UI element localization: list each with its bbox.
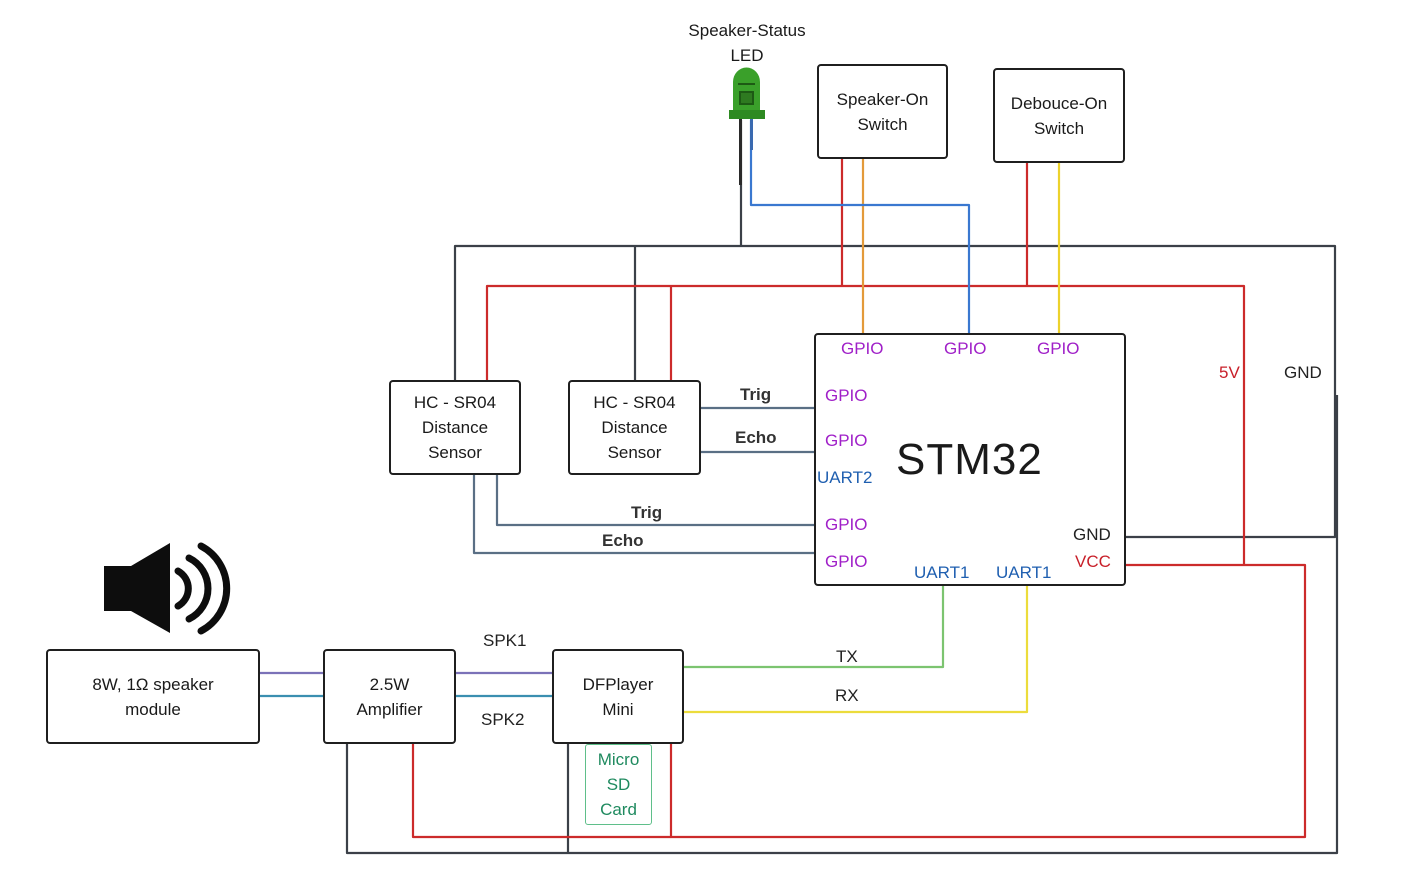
stm32-pin-top-3: GPIO — [1037, 339, 1080, 358]
wire-label-spk1: SPK1 — [483, 631, 527, 650]
led-signal-wire — [749, 120, 971, 333]
sensor-1-signal-wires — [472, 474, 815, 555]
amplifier: 2.5W Amplifier — [323, 649, 456, 744]
tx-wire — [683, 585, 945, 669]
distance-sensor-2: HC - SR04 Distance Sensor — [568, 380, 701, 475]
wire-label-tx: TX — [836, 647, 858, 666]
wire-label-rx: RX — [835, 686, 859, 705]
stm32-pin-vcc: VCC — [1075, 552, 1111, 571]
speaker-on-switch[interactable]: Speaker-On Switch — [817, 64, 948, 159]
rx-wire — [683, 585, 1029, 714]
wire-label-echo-1: Echo — [735, 428, 777, 447]
rail-label-5v: 5V — [1219, 363, 1240, 382]
stm32-pin-bottom-1: UART1 — [914, 563, 970, 582]
stm32-pin-gnd: GND — [1073, 525, 1111, 544]
speaker-volume-icon — [104, 542, 231, 635]
power-wires — [411, 158, 1307, 839]
green-led-icon — [729, 67, 765, 185]
distance-sensor-1: HC - SR04 Distance Sensor — [389, 380, 521, 475]
speaker-audio-wires — [258, 671, 553, 698]
micro-sd-card: Micro SD Card — [585, 744, 652, 825]
stm32-pin-left-2: GPIO — [825, 431, 868, 450]
wire-label-trig-1: Trig — [740, 385, 772, 404]
debounce-on-switch[interactable]: Debouce-On Switch — [993, 68, 1125, 163]
stm32-pin-left-4: GPIO — [825, 515, 868, 534]
stm32-pin-left-1: GPIO — [825, 386, 868, 405]
led-title: Speaker-Status LED — [688, 21, 806, 65]
stm32-title: STM32 — [896, 435, 1043, 484]
stm32-pin-top-2: GPIO — [944, 339, 987, 358]
stm32-pin-left-5: GPIO — [825, 552, 868, 571]
wire-label-spk2: SPK2 — [481, 710, 525, 729]
wire-label-echo-2: Echo — [602, 531, 644, 550]
stm32-pin-bottom-2: UART1 — [996, 563, 1052, 582]
dfplayer-mini: DFPlayer Mini — [552, 649, 684, 744]
speaker-module: 8W, 1Ω speaker module — [46, 649, 260, 744]
wire-label-trig-2: Trig — [631, 503, 663, 522]
stm32-pin-left-3: UART2 — [817, 468, 873, 487]
sensor-2-signal-wires — [700, 406, 815, 454]
stm32-board — [814, 333, 1126, 586]
rail-label-gnd: GND — [1284, 363, 1322, 382]
stm32-pin-top-1: GPIO — [841, 339, 884, 358]
